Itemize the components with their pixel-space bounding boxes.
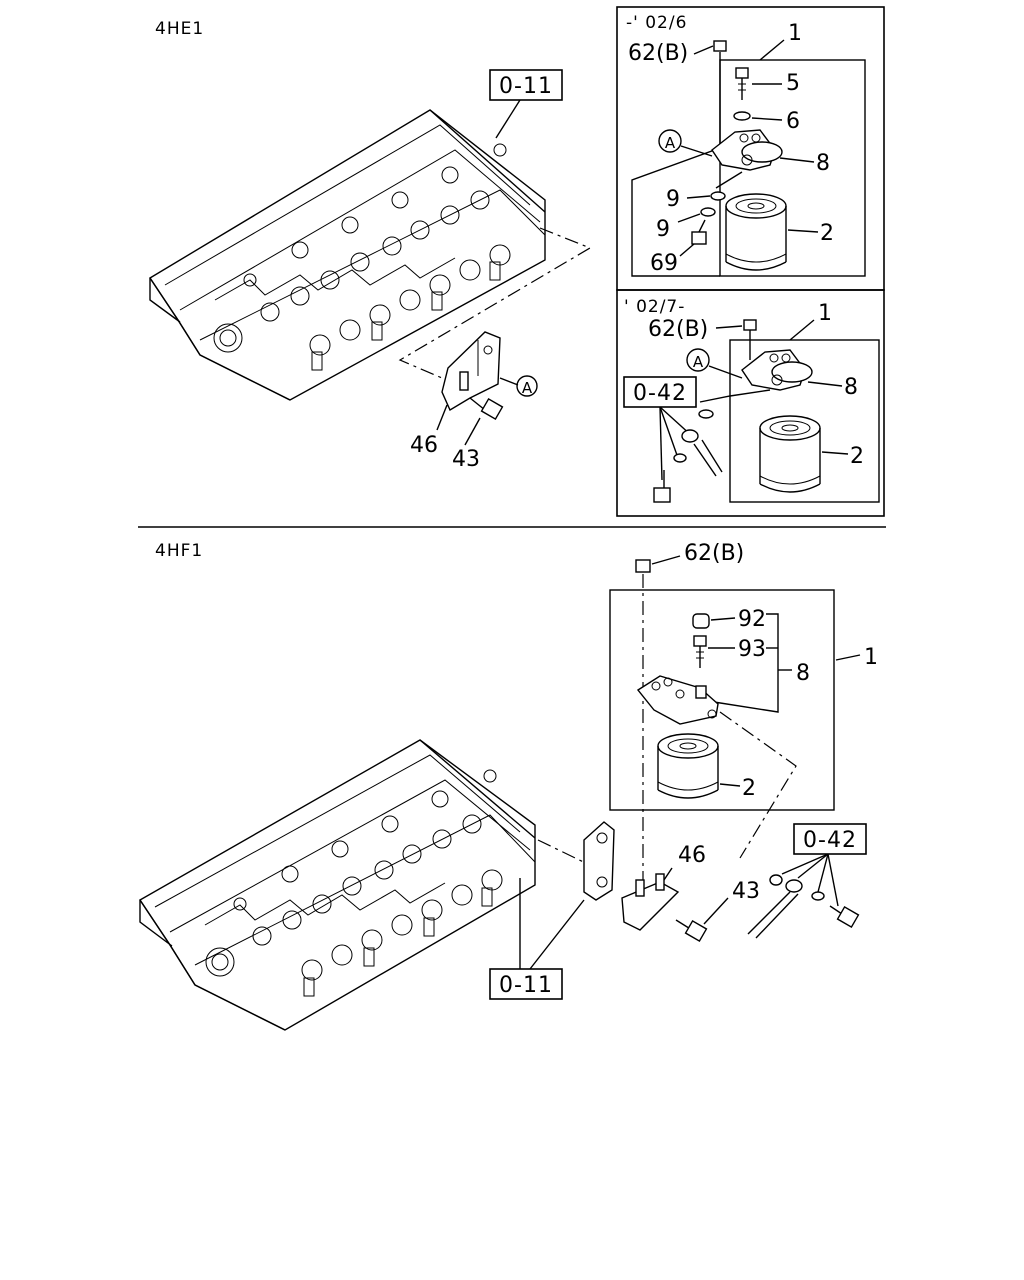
cap-92 xyxy=(692,613,710,629)
ref-label-bottom-hose: 0-42 xyxy=(803,828,857,853)
eye-bolt-inset-late xyxy=(653,470,671,503)
inset-late xyxy=(616,289,885,517)
mark-a-inset-early-label: A xyxy=(665,134,676,152)
ref-box-bottom xyxy=(489,968,563,1000)
inset-late-assy-frame xyxy=(729,339,880,503)
callout-69: 69 xyxy=(650,251,678,276)
inset-early-period: -' 02/6 xyxy=(626,13,687,33)
callout-6: 6 xyxy=(786,109,800,134)
mark-a-inset-late-label: A xyxy=(693,353,704,371)
callout-43-bottom: 43 xyxy=(732,879,760,904)
filter-inset-late xyxy=(759,415,821,493)
section-title-4hf1: 4HF1 xyxy=(155,541,203,561)
nut-inset-early xyxy=(713,40,727,52)
washer-6 xyxy=(733,111,751,121)
filter-head-bottom xyxy=(636,675,719,725)
callout-9a: 9 xyxy=(666,187,680,212)
washer-bottom-hose-a xyxy=(769,874,783,886)
filter-head-inset-late xyxy=(741,349,813,391)
callout-62b-inset-late: 62(B) xyxy=(648,317,708,342)
nipple-93 xyxy=(693,635,707,668)
ref-label-bottom: 0-11 xyxy=(499,973,553,998)
filter-bottom xyxy=(657,733,719,799)
mark-a-inset-early xyxy=(658,129,682,153)
washer-9b xyxy=(700,207,716,217)
mark-a-top xyxy=(516,375,538,397)
eye-bolt-bottom xyxy=(829,905,860,929)
mark-a-top-label: A xyxy=(522,379,533,397)
washer-9a xyxy=(710,191,726,201)
callout-8-bottom: 8 xyxy=(796,661,810,686)
callout-46-bottom: 46 xyxy=(678,843,706,868)
bracket-top xyxy=(441,331,501,412)
cylinder-head-bottom xyxy=(139,739,536,1031)
section-title-4he1: 4HE1 xyxy=(155,19,204,39)
callout-62b-bottom: 62(B) xyxy=(684,541,744,566)
washer-inset-late-a xyxy=(698,409,714,419)
eye-fitting-inset-late xyxy=(681,429,699,443)
bolt-top xyxy=(469,397,504,421)
callout-8-inset-early: 8 xyxy=(816,151,830,176)
callout-1-inset-late: 1 xyxy=(818,301,832,326)
callout-43-top: 43 xyxy=(452,447,480,472)
filter-inset-early xyxy=(725,193,787,271)
callout-9b: 9 xyxy=(656,217,670,242)
nut-bottom xyxy=(635,559,651,573)
callout-2-bottom: 2 xyxy=(742,776,756,801)
callout-62b-inset-early: 62(B) xyxy=(628,41,688,66)
callout-1-inset-early: 1 xyxy=(788,21,802,46)
ref-box-bottom-hose xyxy=(793,823,867,855)
callout-93: 93 xyxy=(738,637,766,662)
bolt-bottom xyxy=(675,919,708,943)
ref-label-inset-late: 0-42 xyxy=(633,381,687,406)
ref-box-top xyxy=(489,69,563,101)
ref-label-top: 0-11 xyxy=(499,74,553,99)
bolt-5 xyxy=(735,67,749,100)
eye-fitting-bottom xyxy=(785,879,803,893)
callout-92: 92 xyxy=(738,607,766,632)
fitting-69 xyxy=(691,219,707,245)
callout-46-top: 46 xyxy=(410,433,438,458)
assy-frame-bottom xyxy=(609,589,835,811)
callout-2-inset-early: 2 xyxy=(820,221,834,246)
filter-head-inset-early xyxy=(711,129,783,171)
callout-5: 5 xyxy=(786,71,800,96)
cylinder-head-top xyxy=(149,109,546,401)
inset-late-period: ' 02/7- xyxy=(624,297,685,317)
callout-1-bottom: 1 xyxy=(864,645,878,670)
nut-inset-late xyxy=(743,319,757,331)
bracket-bottom xyxy=(583,821,680,931)
inset-early-assy-frame xyxy=(719,59,866,277)
washer-bottom-hose-b xyxy=(811,891,825,901)
washer-inset-late-b xyxy=(673,453,687,463)
callout-8-inset-late: 8 xyxy=(844,375,858,400)
callout-2-inset-late: 2 xyxy=(850,444,864,469)
mark-a-inset-late xyxy=(686,348,710,372)
